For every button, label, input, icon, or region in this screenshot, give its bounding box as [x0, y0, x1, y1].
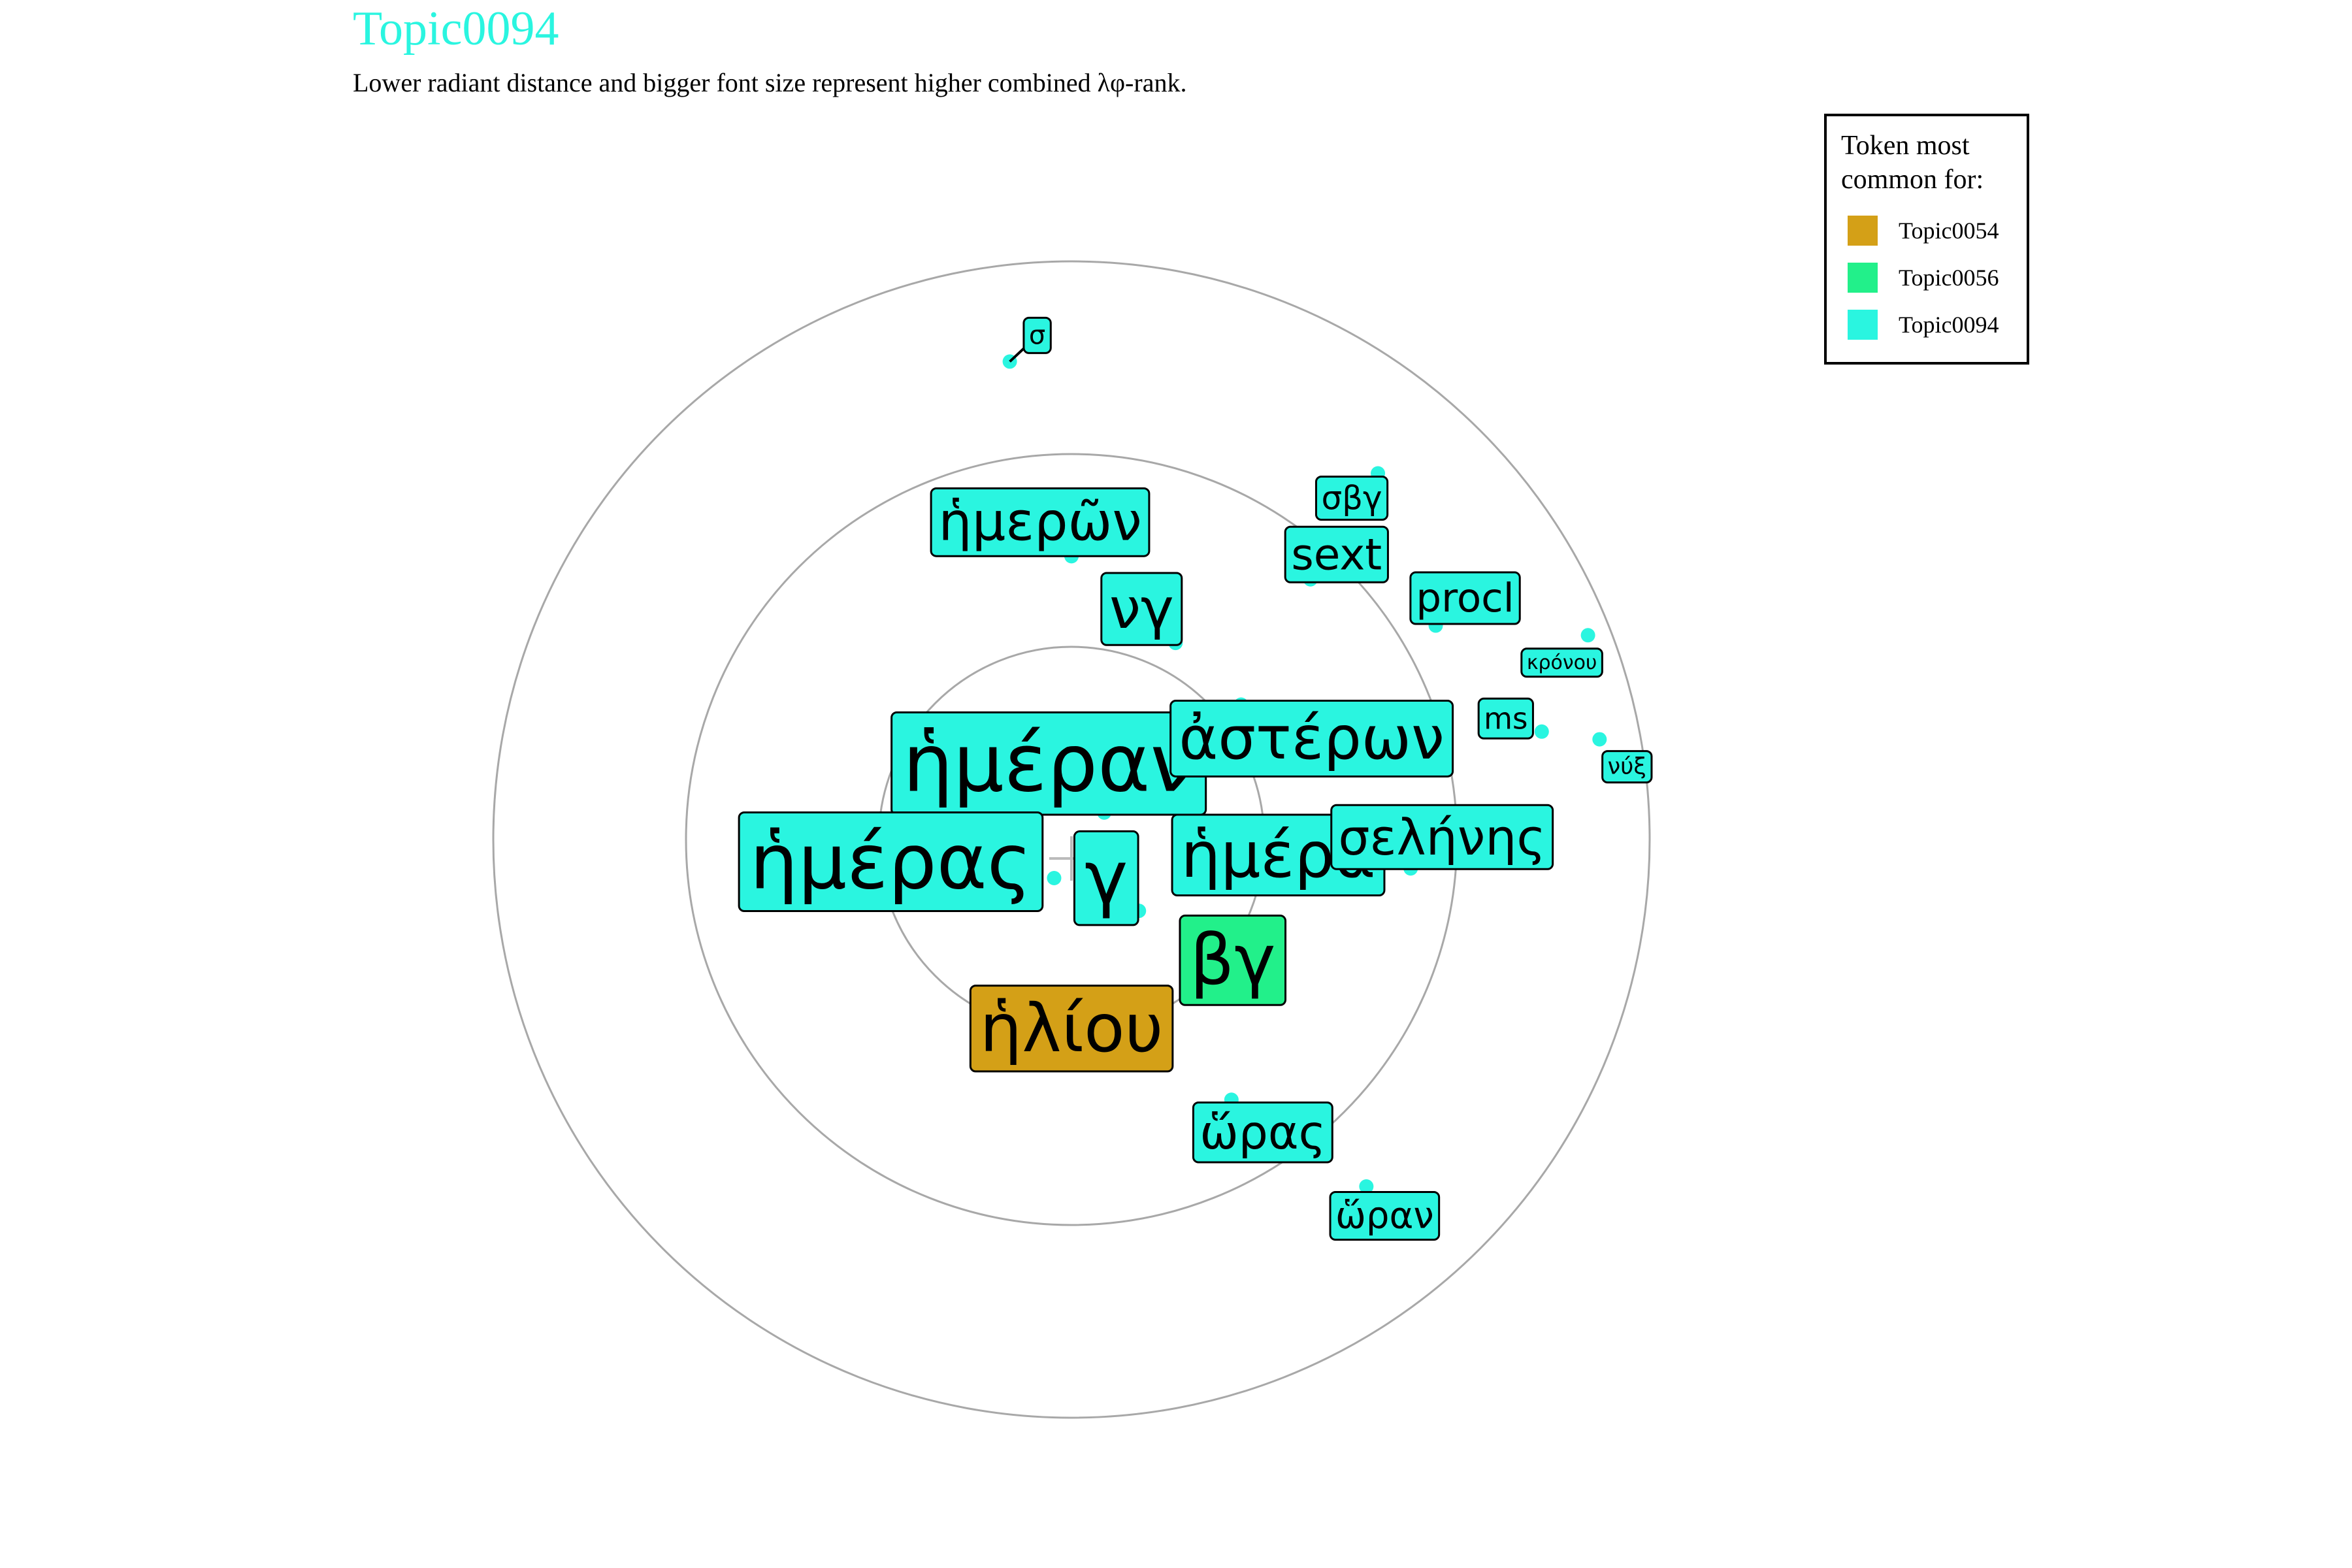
- token-3-label-text: γ: [1085, 836, 1128, 921]
- legend-title-line-1: Token most: [1841, 131, 1970, 161]
- legend-label-topic0056: Topic0056: [1899, 265, 1999, 291]
- token-14-point: [1359, 1179, 1374, 1194]
- token-16-label-box: [1477, 697, 1534, 740]
- token-8-label-text: νγ: [1109, 576, 1174, 642]
- token-1-label: ἡμέραν: [890, 711, 1207, 816]
- token-19-label: κρόνου: [1520, 647, 1603, 678]
- token-15-label-text: σβγ: [1321, 480, 1382, 517]
- token-16-label: ms: [1477, 697, 1534, 740]
- token-14-label-box: [1329, 1191, 1441, 1241]
- legend-swatch-topic0056: [1848, 263, 1878, 293]
- distance-ring-3: [492, 260, 1651, 1419]
- token-19-label-box: [1520, 647, 1603, 678]
- token-2-label-box: [738, 811, 1044, 913]
- token-7-label-box: [1169, 700, 1454, 777]
- token-10-label: σελήνης: [1330, 804, 1554, 870]
- token-5-label-text: ἡλίου: [980, 990, 1164, 1068]
- token-8-label-box: [1100, 572, 1183, 646]
- token-15-label: σβγ: [1315, 476, 1389, 521]
- chart-title: Topic0094: [353, 2, 559, 56]
- token-17-label-box: [1022, 316, 1052, 354]
- legend-title-line-2: common for:: [1841, 165, 1984, 195]
- token-3-label: γ: [1073, 830, 1139, 926]
- token-8-label: νγ: [1100, 572, 1183, 646]
- legend: Token most common for: Topic0054Topic005…: [1824, 114, 2029, 365]
- token-9-label: ἡμερῶν: [930, 487, 1151, 557]
- token-4-label: βγ: [1179, 914, 1287, 1006]
- token-11-label-box: [1192, 1101, 1333, 1164]
- token-9-label-box: [930, 487, 1151, 557]
- token-18-label: νύξ: [1601, 750, 1653, 784]
- token-2-point: [1047, 871, 1062, 885]
- legend-label-topic0094: Topic0094: [1899, 312, 1999, 338]
- token-12-label: sext: [1284, 525, 1389, 583]
- token-10-label-box: [1330, 804, 1554, 870]
- token-11-label: ὥρας: [1192, 1101, 1333, 1164]
- legend-swatch-topic0054: [1848, 216, 1878, 246]
- token-18-label-box: [1601, 750, 1653, 784]
- token-16-point: [1534, 724, 1549, 739]
- token-13-label: procl: [1409, 571, 1521, 625]
- token-1-label-text: ἡμέραν: [903, 717, 1195, 810]
- token-15-label-box: [1315, 476, 1389, 521]
- token-7-label: ἀστέρων: [1169, 700, 1454, 777]
- token-9-label-text: ἡμερῶν: [938, 491, 1141, 553]
- token-17-label-text: σ: [1029, 320, 1045, 350]
- token-4-label-text: βγ: [1190, 920, 1276, 1001]
- legend-swatch-topic0094: [1848, 310, 1878, 340]
- token-18-label-text: νύξ: [1608, 754, 1646, 780]
- token-2-label-text: ἡμέρας: [749, 817, 1032, 907]
- token-18-point: [1592, 732, 1607, 747]
- token-10-label-text: σελήνης: [1338, 808, 1546, 866]
- token-14-label: ὥραν: [1329, 1191, 1441, 1241]
- token-17-label: σ: [1009, 316, 1052, 363]
- token-13-label-box: [1409, 571, 1521, 625]
- token-16-label-text: ms: [1484, 701, 1527, 736]
- token-11-label-text: ὥρας: [1200, 1105, 1326, 1160]
- legend-label-topic0054: Topic0054: [1899, 218, 1999, 244]
- token-3-label-box: [1073, 830, 1139, 926]
- token-12-label-text: sext: [1291, 529, 1382, 580]
- token-4-label-box: [1179, 914, 1287, 1006]
- token-13-label-text: procl: [1416, 575, 1514, 621]
- token-2-label: ἡμέρας: [738, 811, 1044, 913]
- token-14-label-text: ὥραν: [1335, 1195, 1434, 1237]
- token-12-label-box: [1284, 525, 1389, 583]
- token-5-label: ἡλίου: [969, 985, 1174, 1073]
- token-19-point: [1580, 628, 1595, 643]
- token-7-label-text: ἀστέρων: [1179, 704, 1444, 773]
- token-19-label-text: κρόνου: [1527, 651, 1597, 674]
- token-5-label-box: [969, 985, 1174, 1073]
- chart-subtitle: Lower radiant distance and bigger font s…: [353, 68, 1186, 97]
